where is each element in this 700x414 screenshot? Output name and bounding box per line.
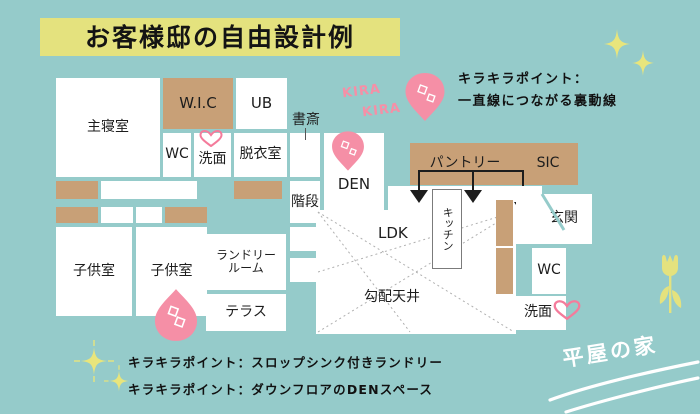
room-pantry[interactable]: パントリー [410, 143, 520, 185]
room-sic[interactable]: SIC [518, 143, 578, 185]
room-datsuishitsu[interactable]: 脱衣室 [234, 133, 287, 177]
sparkle-star-icon-1 [604, 29, 630, 59]
room-label-main-bedroom: 主寝室 [87, 118, 129, 135]
closet-strip-kids2 [165, 207, 207, 223]
sparkle-star-icon-3 [74, 340, 114, 382]
room-study[interactable] [290, 133, 320, 177]
kira-point-bottom-1: キラキラポイント：スロップシンク付きランドリー [128, 355, 444, 370]
room-label-wic: W.I.C [179, 94, 217, 113]
corridor-upper-left [101, 181, 197, 199]
arrow-stem-1 [418, 170, 420, 192]
kira-point-top-line2: 一直線につながる裏動線 [458, 94, 618, 109]
corridor-left-a [101, 207, 133, 223]
room-label-kitchen: キッチン [441, 207, 455, 251]
room-stairs[interactable]: 階段 [290, 181, 320, 223]
room-label-wc-north: WC [165, 146, 189, 163]
room-label-stairs: 階段 [291, 194, 319, 210]
room-label-kids-2: 子供室 [150, 262, 193, 279]
room-label-entrance: 玄関 [550, 210, 578, 227]
room-label-study: 書斎 [292, 112, 320, 128]
room-terrace[interactable]: テラス [206, 294, 286, 331]
room-label-kids-1: 子供室 [73, 262, 115, 279]
room-label-sic: SIC [536, 155, 560, 172]
room-ub[interactable]: UB [236, 78, 287, 129]
room-wic[interactable]: W.I.C [163, 78, 233, 129]
page-title-banner: お客様邸の自由設計例 [40, 18, 400, 56]
heart-icon-east [553, 299, 581, 321]
location-pin-icon-laundry [152, 288, 200, 342]
room-label-laundry: ランドリー ルーム [215, 247, 276, 275]
room-main-bedroom[interactable]: 主寝室 [56, 78, 160, 177]
room-laundry[interactable]: ランドリー ルーム [206, 234, 286, 290]
entrance-hall [516, 186, 542, 244]
room-label-sloped-ceiling: 勾配天井 [364, 289, 420, 305]
location-pin-icon-top [403, 72, 447, 122]
kitchen-counter-lower [496, 248, 513, 294]
study-leader-line [305, 128, 306, 140]
room-wc-east[interactable]: WC [532, 248, 566, 294]
heart-icon [199, 130, 223, 147]
closet-strip-bedroom [56, 181, 98, 199]
kira-point-bottom-2: キラキラポイント：ダウンフロアのDENスペース [128, 382, 434, 397]
room-washstand-north[interactable]: 洗面 [194, 133, 231, 177]
closet-strip-kids-top [56, 207, 98, 223]
corridor-left-b [136, 207, 162, 223]
room-label-terrace: テラス [225, 303, 267, 320]
room-kids-1[interactable]: 子供室 [56, 227, 132, 316]
closet-strip-datsui [234, 181, 282, 199]
arrow-stem-2 [472, 170, 474, 192]
tulip-icon [652, 252, 688, 314]
kitchen-counter-upper [496, 200, 513, 246]
page-title: お客様邸の自由設計例 [84, 22, 355, 52]
sparkle-star-icon-2 [632, 50, 654, 76]
room-ldk[interactable] [316, 210, 516, 334]
room-label-den: DEN [337, 175, 371, 194]
hall-between-kids-and-ldk-2 [290, 258, 318, 282]
sparkle-star-icon-4 [104, 365, 134, 397]
room-label-ldk: LDK [378, 224, 408, 242]
hall-between-kids-and-ldk [290, 227, 318, 251]
room-kitchen[interactable]: キッチン [432, 189, 462, 269]
room-label-washstand-east: 洗面 [524, 304, 552, 321]
down-arrow-icon-1 [410, 190, 428, 203]
location-pin-icon-den [330, 130, 366, 172]
room-wc-north[interactable]: WC [163, 133, 191, 177]
entrance-diagonal-wall [540, 193, 566, 231]
arrow-rail-horizontal [418, 170, 523, 172]
room-label-pantry: パントリー [429, 155, 501, 172]
room-label-ub: UB [250, 94, 273, 113]
kira-point-top-line1: キラキラポイント： [458, 72, 589, 87]
room-label-wc-east: WC [537, 262, 561, 279]
room-label-washstand-north: 洗面 [198, 151, 227, 168]
down-arrow-icon-2 [464, 190, 482, 203]
room-label-datsuishitsu: 脱衣室 [239, 146, 282, 163]
